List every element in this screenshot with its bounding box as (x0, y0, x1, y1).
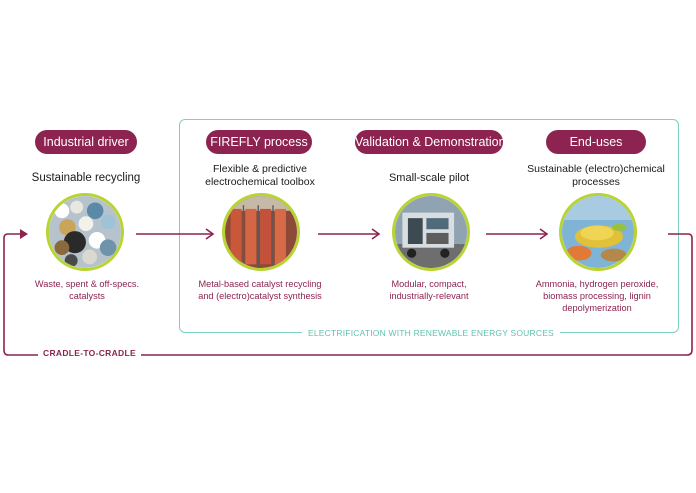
stage-2-desc: Metal-based catalyst recycling and (elec… (198, 279, 322, 301)
stage-2-pill: FIREFLY process (206, 130, 312, 154)
stage-3-desc: Modular, compact, industrially-relevant (389, 279, 469, 301)
arrow-2-to-3 (318, 228, 381, 240)
stage-1-pill: Industrial driver (35, 130, 137, 154)
stage-4-title: Sustainable (electro)chemical processes (527, 163, 665, 188)
stage-2-image (222, 193, 300, 271)
stage-4-desc: Ammonia, hydrogen peroxide, biomass proc… (535, 279, 659, 313)
arrow-3-to-4 (486, 228, 549, 240)
electrification-label: ELECTRIFICATION WITH RENEWABLE ENERGY SO… (302, 328, 560, 338)
stage-4-pill: End-uses (546, 130, 646, 154)
stage-3-title: Small-scale pilot (388, 172, 470, 184)
stage-1-desc: Waste, spent & off-specs. catalysts (34, 279, 140, 301)
stage-1-title: Sustainable recycling (31, 172, 141, 184)
stage-3-image (392, 193, 470, 271)
stage-4-image (559, 193, 637, 271)
loop-arrowhead (20, 229, 28, 239)
stage-2-title: Flexible & predictive electrochemical to… (205, 163, 315, 188)
cradle-to-cradle-label: CRADLE-TO-CRADLE (38, 348, 141, 358)
stage-3-pill: Validation & Demonstration (355, 130, 506, 154)
stage-1-image (46, 193, 124, 271)
arrow-1-to-2 (136, 228, 215, 240)
